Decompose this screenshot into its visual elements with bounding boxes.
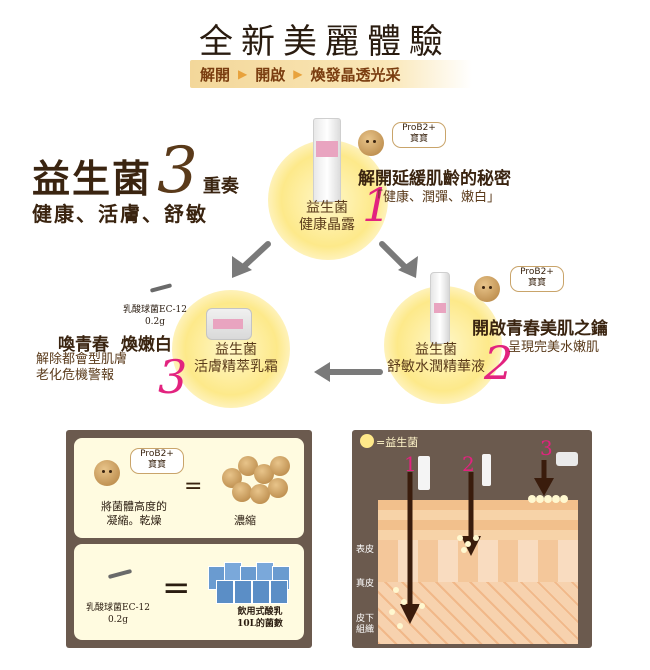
arrowhead-to-step3 — [232, 256, 252, 278]
arrowhead-to-step2 — [398, 256, 418, 278]
intro-suffix: 重奏 — [202, 176, 239, 197]
banner-item-open: 開啟 — [255, 65, 286, 84]
mascot-icon — [474, 276, 500, 302]
product-icon-1 — [418, 456, 430, 490]
spoon-icon — [107, 568, 133, 580]
product-label-3: 益生菌 活膚精萃乳霜 — [194, 342, 278, 375]
bacteria-cluster-icon — [222, 454, 290, 508]
yogurt-equivalent-label: 飲用式酸乳 10L的菌數 — [237, 607, 283, 629]
layer-label-dermis: 真皮 — [356, 579, 375, 589]
mascot-icon — [94, 460, 120, 486]
step-number-1: 1 — [362, 178, 392, 232]
layer-label-epidermis: 表皮 — [356, 545, 375, 555]
legend-label: =益生菌 — [376, 436, 419, 449]
spoon-label: 乳酸球菌EC-12 0.2g — [123, 305, 187, 327]
product-bottle-2 — [430, 272, 450, 344]
intro-subtitle: 健康、活膚、舒敏 — [32, 202, 208, 226]
step1-heading: 解開延緩肌齡的秘密 — [358, 169, 511, 189]
product-bottle-1 — [313, 118, 341, 202]
step3-subtitle: 解除都會型肌膚 老化危機警報 — [36, 352, 128, 383]
product-icon-2 — [482, 454, 491, 486]
product-icon-3 — [556, 452, 578, 466]
step-number-3: 3 — [158, 350, 188, 404]
intro-heading: 益生菌 3 重奏 — [32, 139, 239, 203]
mascot-bubble-3: ProB2+ 寶寶 — [130, 448, 184, 474]
product-jar-3 — [206, 308, 252, 340]
skin-step-2: 2 — [462, 452, 475, 476]
arrowhead-step2-to-step3 — [314, 362, 330, 382]
layer-label-subcutaneous: 皮下 組織 — [356, 614, 375, 635]
step2-heading: 開啟青春美肌之鑰 — [472, 319, 608, 339]
arrow-right-icon: ▶ — [293, 67, 303, 81]
skin-step-3: 3 — [540, 436, 553, 460]
equivalence-card: 乳酸球菌EC-12 0.2g = 飲用式酸乳 10L的菌數 — [74, 544, 304, 640]
product-label-1: 益生菌 健康晶露 — [299, 200, 355, 233]
intro-number: 3 — [157, 134, 198, 208]
arrow-right-icon: ▶ — [238, 67, 248, 81]
mascot-bubble-2: ProB2+ 寶寶 — [510, 266, 564, 292]
concentration-card: ProB2+ 寶寶 將菌體高度的 凝縮。乾燥 = 濃縮 — [74, 438, 304, 538]
step2-subtitle: 呈現完美水嫩肌 — [508, 340, 600, 355]
step3-heading: 喚青春 煥嫩白 — [58, 335, 172, 355]
product-label-2: 益生菌 舒敏水潤精華液 — [387, 342, 485, 375]
arrow-to-step2 — [379, 241, 411, 273]
banner-item-unlock: 解開 — [200, 65, 231, 84]
probiotic-dot-icon — [360, 434, 374, 448]
skin-step-1: 1 — [404, 452, 417, 476]
step-number-2: 2 — [484, 336, 514, 390]
banner: 解開 ▶ 開啟 ▶ 煥發晶透光采 — [190, 60, 472, 88]
banner-item-radiance: 煥發晶透光采 — [310, 65, 401, 84]
equals-sign: = — [184, 474, 203, 499]
penetration-arrows — [389, 460, 568, 629]
spoon-amount-label: 乳酸球菌EC-12 0.2g — [86, 603, 150, 625]
equals-sign: = — [162, 568, 191, 608]
intro-main: 益生菌 — [32, 156, 153, 201]
step1-subtitle: 「健康、潤彈、嫩白」 — [370, 190, 501, 205]
concentrated-label: 濃縮 — [234, 514, 256, 527]
milk-cartons-icon — [208, 552, 292, 604]
page-title: 全新美麗體驗 — [199, 22, 451, 62]
mascot-icon — [358, 130, 384, 156]
mascot-bubble-1: ProB2+ 寶寶 — [392, 122, 446, 148]
dried-bacteria-label: 將菌體高度的 凝縮。乾燥 — [101, 500, 167, 527]
